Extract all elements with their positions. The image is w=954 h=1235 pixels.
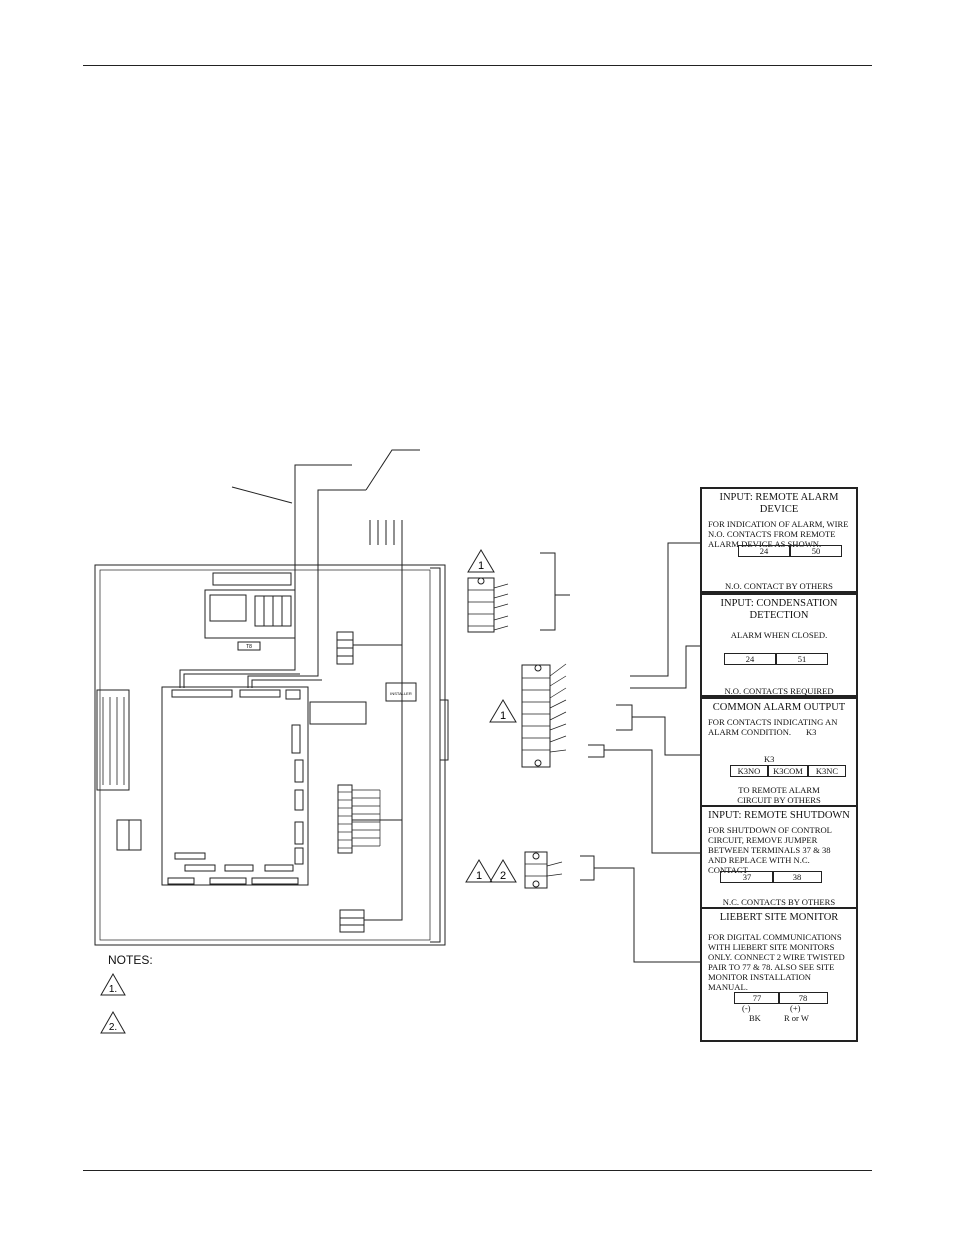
panel-remote-alarm: INPUT: REMOTE ALARM DEVICE FOR INDICATIO… <box>700 487 858 593</box>
footer-rule <box>83 1170 872 1171</box>
relay-k3-left: K3 <box>764 754 775 764</box>
vent-grille <box>96 689 130 791</box>
panel-remote-shutdown: INPUT: REMOTE SHUTDOWN FOR SHUTDOWN OF C… <box>700 805 858 909</box>
panel-remote-shutdown-title: INPUT: REMOTE SHUTDOWN <box>708 810 850 821</box>
panel-common-alarm-text: FOR CONTACTS INDICATING AN ALARM CONDITI… <box>708 717 838 737</box>
note-1-marker: 1. <box>109 984 117 995</box>
panel-remote-alarm-text: FOR INDICATION OF ALARM, WIRE N.O. CONTA… <box>708 519 849 549</box>
panel-site-monitor-title: LIEBERT SITE MONITOR <box>719 912 839 923</box>
panel-site-monitor-text: FOR DIGITAL COMMUNICATIONS WITH LIEBERT … <box>708 932 845 992</box>
callout-2-lower: 2 <box>500 870 506 882</box>
polarity-plus: (+) <box>790 1003 801 1013</box>
panel-remote-alarm-footer: N.O. CONTACT BY OTHERS <box>725 581 833 591</box>
panel-condensation-footer: N.O. CONTACTS REQUIRED <box>724 686 834 696</box>
terminal-37: 37 <box>720 871 774 883</box>
terminal-51: 51 <box>776 653 828 665</box>
panel-common-alarm-footer-1: TO REMOTE ALARM <box>738 785 820 795</box>
callout-1-middle: 1 <box>500 710 506 722</box>
panel-remote-alarm-title: INPUT: REMOTE ALARM DEVICE <box>719 492 839 515</box>
polarity-minus: (-) <box>742 1003 751 1013</box>
panel-remote-shutdown-footer: N.C. CONTACTS BY OTHERS <box>722 897 836 907</box>
panel-common-alarm-footer-2: CIRCUIT BY OTHERS <box>737 795 821 805</box>
terminal-k3nc: K3NC <box>808 765 846 777</box>
terminal-78: 78 <box>778 992 828 1004</box>
notes-heading: NOTES: <box>108 953 153 967</box>
callout-1-upper: 1 <box>478 560 484 572</box>
installer-label: INSTALLER <box>390 691 412 696</box>
terminal-24b: 24 <box>724 653 776 665</box>
terminal-24: 24 <box>738 545 790 557</box>
terminal-block-lower <box>524 851 548 889</box>
terminal-50: 50 <box>790 545 842 557</box>
relay-k3-right: K3 <box>806 727 817 737</box>
panel-condensation-title-1: INPUT: CONDENSATION <box>720 598 838 609</box>
cabinet-outline <box>94 564 446 946</box>
panel-remote-shutdown-text: FOR SHUTDOWN OF CONTROL CIRCUIT, REMOVE … <box>708 825 832 875</box>
wire-bk: BK <box>749 1013 761 1023</box>
transformer-label: T8 <box>246 644 252 650</box>
terminal-77: 77 <box>734 992 780 1004</box>
panel-condensation-title-2: DETECTION <box>749 610 809 621</box>
panel-condensation-text: ALARM WHEN CLOSED. <box>730 630 828 640</box>
control-board <box>161 686 309 886</box>
callout-1-lower: 1 <box>476 870 482 882</box>
terminal-38: 38 <box>772 871 822 883</box>
panel-common-alarm: COMMON ALARM OUTPUT FOR CONTACTS INDICAT… <box>700 697 858 807</box>
panel-site-monitor: LIEBERT SITE MONITOR FOR DIGITAL COMMUNI… <box>700 907 858 1042</box>
terminal-k3com: K3COM <box>768 765 808 777</box>
header-rule <box>83 65 872 66</box>
terminal-k3no: K3NO <box>730 765 768 777</box>
terminal-block-middle <box>521 664 551 768</box>
panel-common-alarm-title: COMMON ALARM OUTPUT <box>712 702 846 713</box>
note-2-marker: 2. <box>109 1022 117 1033</box>
panel-condensation: INPUT: CONDENSATION DETECTION ALARM WHEN… <box>700 593 858 697</box>
wire-r-or-w: R or W <box>784 1013 809 1023</box>
terminal-block-upper <box>467 577 495 633</box>
